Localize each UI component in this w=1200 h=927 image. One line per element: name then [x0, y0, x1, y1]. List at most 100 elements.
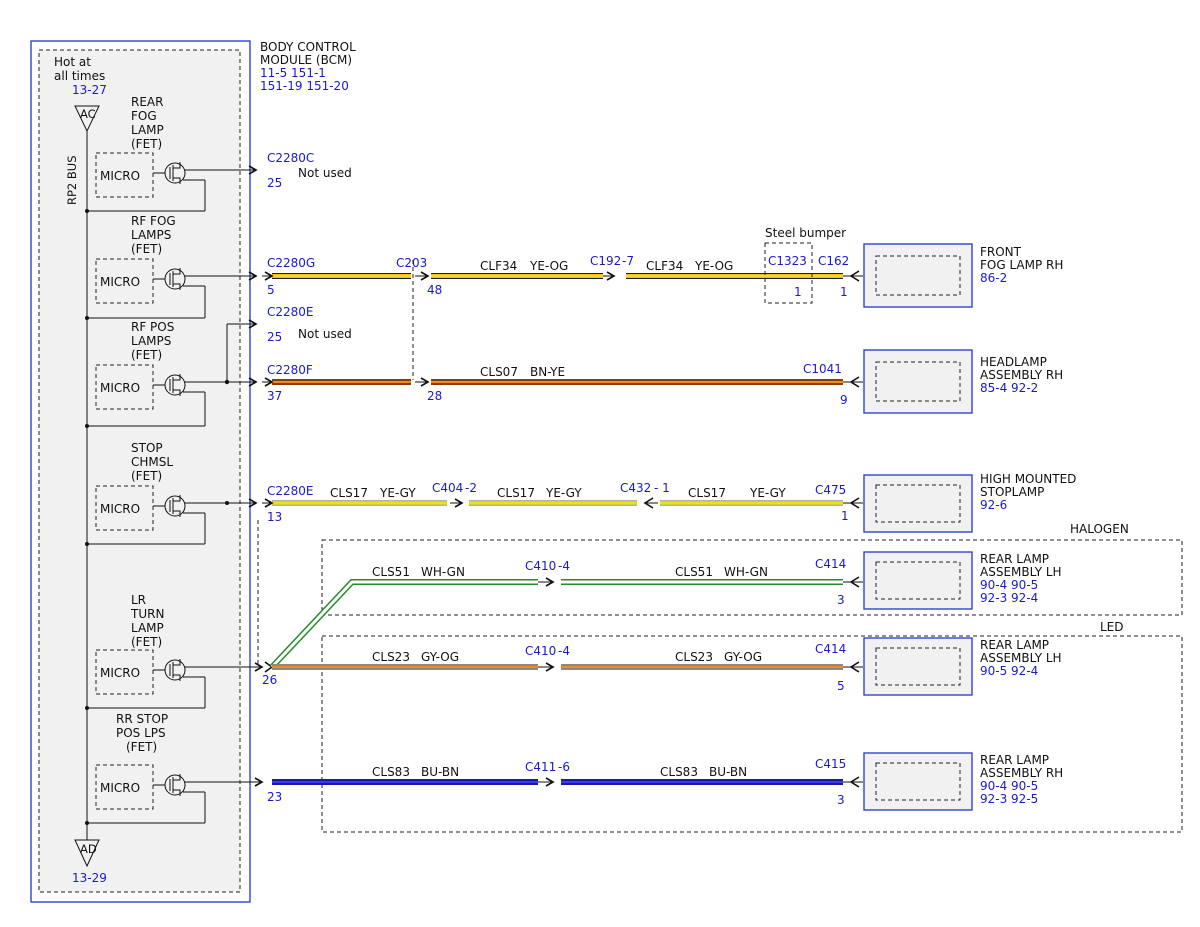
- component-name: ASSEMBLY LH: [980, 565, 1062, 579]
- pos-bcm-pin: 37: [267, 389, 282, 403]
- halogen-label: HALOGEN: [1070, 522, 1129, 536]
- fet-label: STOP: [131, 441, 163, 455]
- component-name: STOPLAMP: [980, 485, 1044, 499]
- fet-rear-fog: REAR FOG LAMP (FET) MICRO: [85, 95, 258, 213]
- component-rear-lamp-assembly-rh: REAR LAMP ASSEMBLY RH 90-4 90-5 92-3 92-…: [863, 752, 1063, 811]
- component-ref: 90-4 90-5: [980, 578, 1038, 592]
- component-ref: 92-3 92-4: [980, 591, 1038, 605]
- fet-label: LAMPS: [131, 228, 171, 242]
- fog-wire-1: CLF34: [480, 259, 517, 273]
- fet-label: (FET): [131, 635, 162, 649]
- c2280e-unused-branch: [226, 319, 258, 382]
- c1323-connector: C1323: [768, 254, 807, 268]
- component-name: FOG LAMP RH: [980, 258, 1063, 272]
- component-front-fog-lamp-rh: FRONT FOG LAMP RH 86-2: [863, 243, 1063, 308]
- rr-color-1: BU-BN: [421, 765, 459, 779]
- fet-label: LAMPS: [131, 334, 171, 348]
- fog-wire-2: CLF34: [646, 259, 683, 273]
- fet-label: (FET): [131, 348, 162, 362]
- bcm-title-1: BODY CONTROL: [260, 40, 356, 54]
- c2280c-pin: 25: [267, 176, 282, 190]
- halogen-wire-2: CLS51: [675, 565, 713, 579]
- rp2-bus-label: RP2 BUS: [65, 155, 79, 205]
- fet-label: RF FOG: [131, 214, 176, 228]
- fog-circuit: [262, 242, 863, 304]
- component-ref: 85-4 92-2: [980, 381, 1038, 395]
- c162-connector: C162: [818, 254, 849, 268]
- micro-label: MICRO: [100, 781, 140, 795]
- micro-label: MICRO: [100, 169, 140, 183]
- bcm-module: Hot at all times 13-27 AC RP2 BUS AD 13-…: [30, 40, 251, 903]
- component-ref: 92-3 92-5: [980, 792, 1038, 806]
- component-name: ASSEMBLY RH: [980, 368, 1063, 382]
- c162-pin: 1: [840, 285, 848, 299]
- hot-at-label-2: all times: [54, 69, 105, 83]
- bottom-ref: 13-29: [72, 871, 107, 885]
- fet-stop-chmsl: STOP CHMSL (FET) MICRO: [85, 441, 258, 546]
- fet-label: (FET): [131, 469, 162, 483]
- led-wire-2: CLS23: [675, 650, 713, 664]
- component-name: REAR LAMP: [980, 552, 1049, 566]
- fet-rr-stop-pos: RR STOP POS LPS (FET) MICRO: [85, 712, 264, 825]
- led-comp-connector: C414: [815, 642, 846, 656]
- fet-rf-pos: RF POS LAMPS (FET) MICRO: [85, 320, 258, 428]
- fet-label: (FET): [131, 137, 162, 151]
- led-color-1: GY-OG: [421, 650, 459, 664]
- c404-pin: -2: [465, 481, 477, 495]
- chmsl-wire-1: CLS17: [330, 486, 368, 500]
- fet-label: LAMP: [131, 621, 164, 635]
- fet-label: CHMSL: [131, 455, 173, 469]
- halogen-color-2: WH-GN: [724, 565, 768, 579]
- component-ref: 90-4 90-5: [980, 779, 1038, 793]
- c415-pin: 3: [837, 793, 845, 807]
- component-name: ASSEMBLY RH: [980, 766, 1063, 780]
- halogen-wire-1: CLS51: [372, 565, 410, 579]
- chmsl-bcm-connector: C2280E: [267, 484, 314, 498]
- c2280e-unused-connector: C2280E: [267, 305, 314, 319]
- c1041-connector: C1041: [803, 362, 842, 376]
- led-circuit: [272, 661, 863, 673]
- halogen-inline-connector: C410: [525, 559, 556, 573]
- component-ref: 86-2: [980, 271, 1007, 285]
- fet-lr-turn: LR TURN LAMP (FET) MICRO: [85, 593, 274, 710]
- fet-label: TURN: [130, 607, 164, 621]
- micro-label: MICRO: [100, 381, 140, 395]
- rr-bcm-pin: 23: [267, 790, 282, 804]
- halogen-comp-pin: 3: [837, 593, 845, 607]
- led-inline-connector: C410: [525, 644, 556, 658]
- component-rear-lamp-assembly-lh-halogen: REAR LAMP ASSEMBLY LH 90-4 90-5 92-3 92-…: [863, 551, 1062, 610]
- fet-label: FOG: [131, 109, 157, 123]
- rr-wire-2: CLS83: [660, 765, 698, 779]
- chmsl-color-2: YE-GY: [545, 486, 582, 500]
- pos-inline-pin: 28: [427, 389, 442, 403]
- component-name: HEADLAMP: [980, 355, 1047, 369]
- lr-bcm-pin: 26: [262, 673, 277, 687]
- bcm-ref-2: 151-19 151-20: [260, 79, 349, 93]
- fog-color-2: YE-OG: [694, 259, 733, 273]
- led-color-2: GY-OG: [724, 650, 762, 664]
- c415-connector: C415: [815, 757, 846, 771]
- pos-wire: CLS07: [480, 365, 518, 379]
- chmsl-color-3: YE-GY: [749, 486, 786, 500]
- fet-label: (FET): [131, 242, 162, 256]
- micro-label: MICRO: [100, 666, 140, 680]
- led-frame: [321, 635, 1183, 833]
- chmsl-circuit: [262, 497, 863, 509]
- component-ref: 90-5 92-4: [980, 664, 1038, 678]
- pos-color: BN-YE: [530, 365, 565, 379]
- c203-connector: C203: [396, 256, 427, 270]
- fet-label: LR: [131, 593, 146, 607]
- component-name: HIGH MOUNTED: [980, 472, 1076, 486]
- chmsl-color-1: YE-GY: [379, 486, 416, 500]
- micro-label: MICRO: [100, 502, 140, 516]
- component-name: REAR LAMP: [980, 753, 1049, 767]
- c432-connector: C432: [620, 481, 651, 495]
- fet-label: RF POS: [131, 320, 174, 334]
- c1041-pin: 9: [840, 393, 848, 407]
- c192-pin: -7: [622, 254, 634, 268]
- hot-ref: 13-27: [72, 83, 107, 97]
- splice-ac-label: AC: [80, 107, 96, 121]
- led-comp-pin: 5: [837, 679, 845, 693]
- c2280e-unused-pin: 25: [267, 330, 282, 344]
